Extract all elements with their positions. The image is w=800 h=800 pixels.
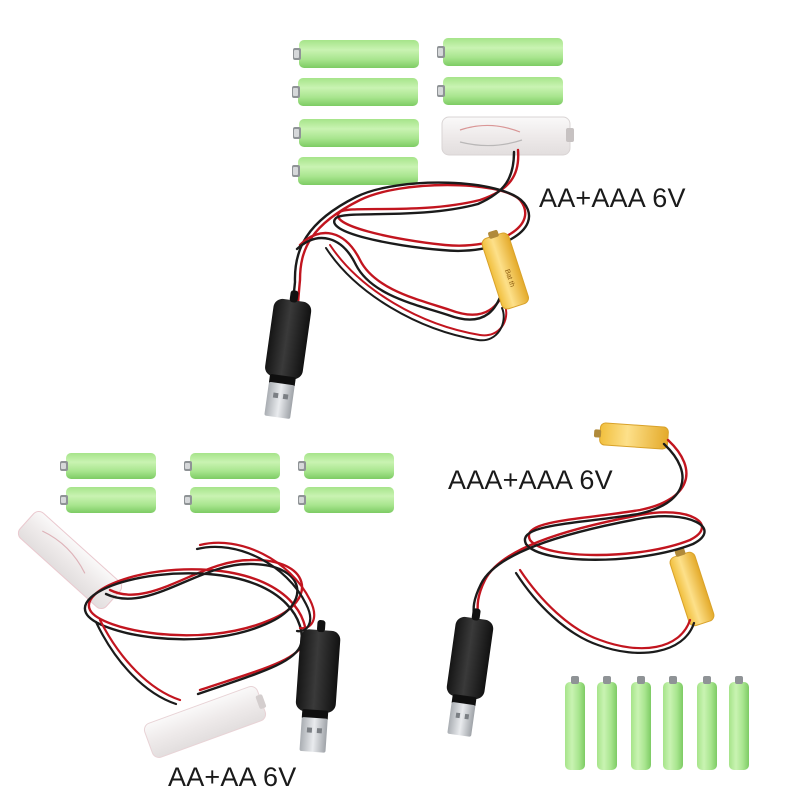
top-battery-set <box>292 38 563 185</box>
green-battery-icon <box>298 453 394 479</box>
green-battery-icon <box>293 40 419 68</box>
bottom-left-cable <box>83 541 316 706</box>
green-battery-icon <box>729 676 749 770</box>
green-battery-icon <box>293 119 419 147</box>
green-battery-icon <box>298 487 394 513</box>
green-battery-icon <box>184 487 280 513</box>
green-battery-icon <box>697 676 717 770</box>
green-battery-icon <box>437 38 563 66</box>
top-cable <box>290 148 531 342</box>
green-battery-icon <box>184 453 280 479</box>
green-battery-icon <box>292 157 418 185</box>
bottom-right-cable <box>472 438 706 654</box>
clear-dummy-battery-icon <box>143 686 267 758</box>
clear-dummy-battery-icon <box>441 116 574 156</box>
yellow-dummy-battery-icon <box>593 422 669 450</box>
green-battery-icon <box>292 78 418 106</box>
green-battery-icon <box>663 676 683 770</box>
clear-dummy-battery-icon <box>17 510 123 610</box>
yellow-dummy-battery-icon <box>669 548 715 627</box>
usb-adapter-icon <box>446 608 494 737</box>
bottom-right-battery-set <box>565 676 749 770</box>
green-battery-icon <box>631 676 651 770</box>
label-aa-aaa-6v: AA+AAA 6V <box>539 183 686 213</box>
usb-adapter-icon <box>295 620 341 753</box>
green-battery-icon <box>60 453 156 479</box>
bottom-left-battery-set <box>60 453 394 513</box>
green-battery-icon <box>437 77 563 105</box>
label-aa-aa-6v: AA+AA 6V <box>168 762 297 792</box>
green-battery-icon <box>565 676 585 770</box>
green-battery-icon <box>597 676 617 770</box>
usb-adapter-icon <box>264 290 312 419</box>
yellow-dummy-battery-icon: Bat th <box>481 229 529 310</box>
label-aaa-aaa-6v: AAA+AAA 6V <box>448 465 613 495</box>
green-battery-icon <box>60 487 156 513</box>
